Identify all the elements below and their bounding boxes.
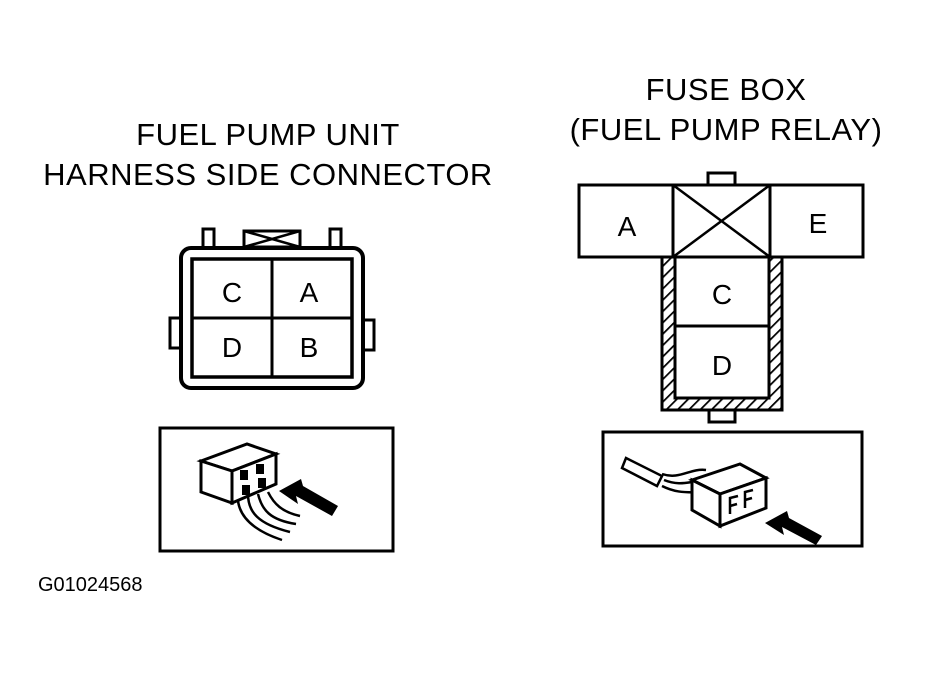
right-title-line2: (FUEL PUMP RELAY) bbox=[570, 112, 883, 147]
relay-pin-label-c: C bbox=[712, 279, 732, 310]
relay-pin-label-e: E bbox=[809, 208, 828, 239]
arrow-icon bbox=[279, 479, 338, 516]
left-title-line2: HARNESS SIDE CONNECTOR bbox=[43, 157, 493, 192]
right-connector-group: FUSE BOX (FUEL PUMP RELAY) A E C D bbox=[570, 72, 883, 548]
left-connector-group: FUEL PUMP UNIT HARNESS SIDE CONNECTOR C … bbox=[43, 117, 493, 553]
figure-code: G01024568 bbox=[38, 574, 143, 596]
blank-cavity-cross-icon bbox=[672, 183, 771, 259]
relay-pin-label-a: A bbox=[618, 211, 637, 242]
lock-cross-icon bbox=[242, 229, 302, 249]
pin-label-d: D bbox=[222, 332, 242, 363]
pin-label-b: B bbox=[300, 332, 319, 363]
pin-label-c: C bbox=[222, 277, 242, 308]
right-title-line1: FUSE BOX bbox=[646, 72, 807, 107]
relay-bottom-tab bbox=[707, 408, 737, 424]
arrow-icon bbox=[765, 511, 822, 545]
relay-pin-label-d: D bbox=[712, 350, 732, 381]
pin-label-a: A bbox=[300, 277, 319, 308]
right-inset-illustration bbox=[601, 430, 864, 548]
left-title-line1: FUEL PUMP UNIT bbox=[136, 117, 400, 152]
left-inset-illustration bbox=[158, 426, 395, 553]
